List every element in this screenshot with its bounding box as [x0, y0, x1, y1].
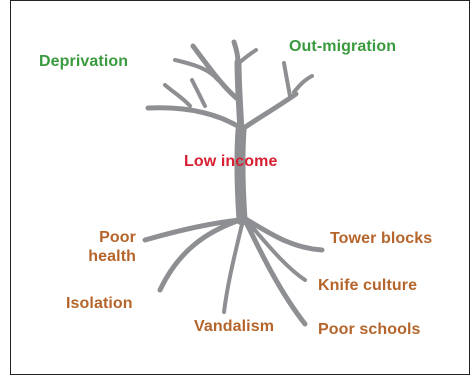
- root-label-knife-culture: Knife culture: [318, 277, 418, 294]
- branch-top-left-fork: [173, 58, 220, 82]
- branch-top-center: [231, 39, 241, 65]
- branch-right-fork: [292, 74, 314, 94]
- root-knife-culture: [244, 218, 307, 282]
- branch-right-up: [282, 61, 292, 98]
- branch-left-fork: [163, 83, 192, 108]
- branch-label-out-migration: Out-migration: [289, 38, 397, 55]
- root-label-vandalism: Vandalism: [194, 318, 275, 335]
- branch-right: [238, 91, 299, 133]
- trunk-label-low-income: Low income: [184, 153, 278, 170]
- branch-left-fork2: [190, 78, 207, 108]
- branch-top-center-fork: [236, 48, 258, 66]
- branch-label-deprivation: Deprivation: [39, 53, 129, 70]
- root-poor-schools: [242, 217, 308, 327]
- root-isolation: [157, 217, 243, 293]
- root-tower-blocks: [241, 215, 325, 253]
- root-label-tower-blocks: Tower blocks: [330, 230, 433, 247]
- tree-trunk: [234, 124, 248, 226]
- branch-left: [145, 105, 244, 131]
- root-label-isolation: Isolation: [66, 295, 133, 312]
- root-label-poor-schools: Poor schools: [318, 321, 421, 338]
- root-label-poor-health: Poor health: [88, 229, 136, 265]
- root-vandalism: [222, 218, 245, 314]
